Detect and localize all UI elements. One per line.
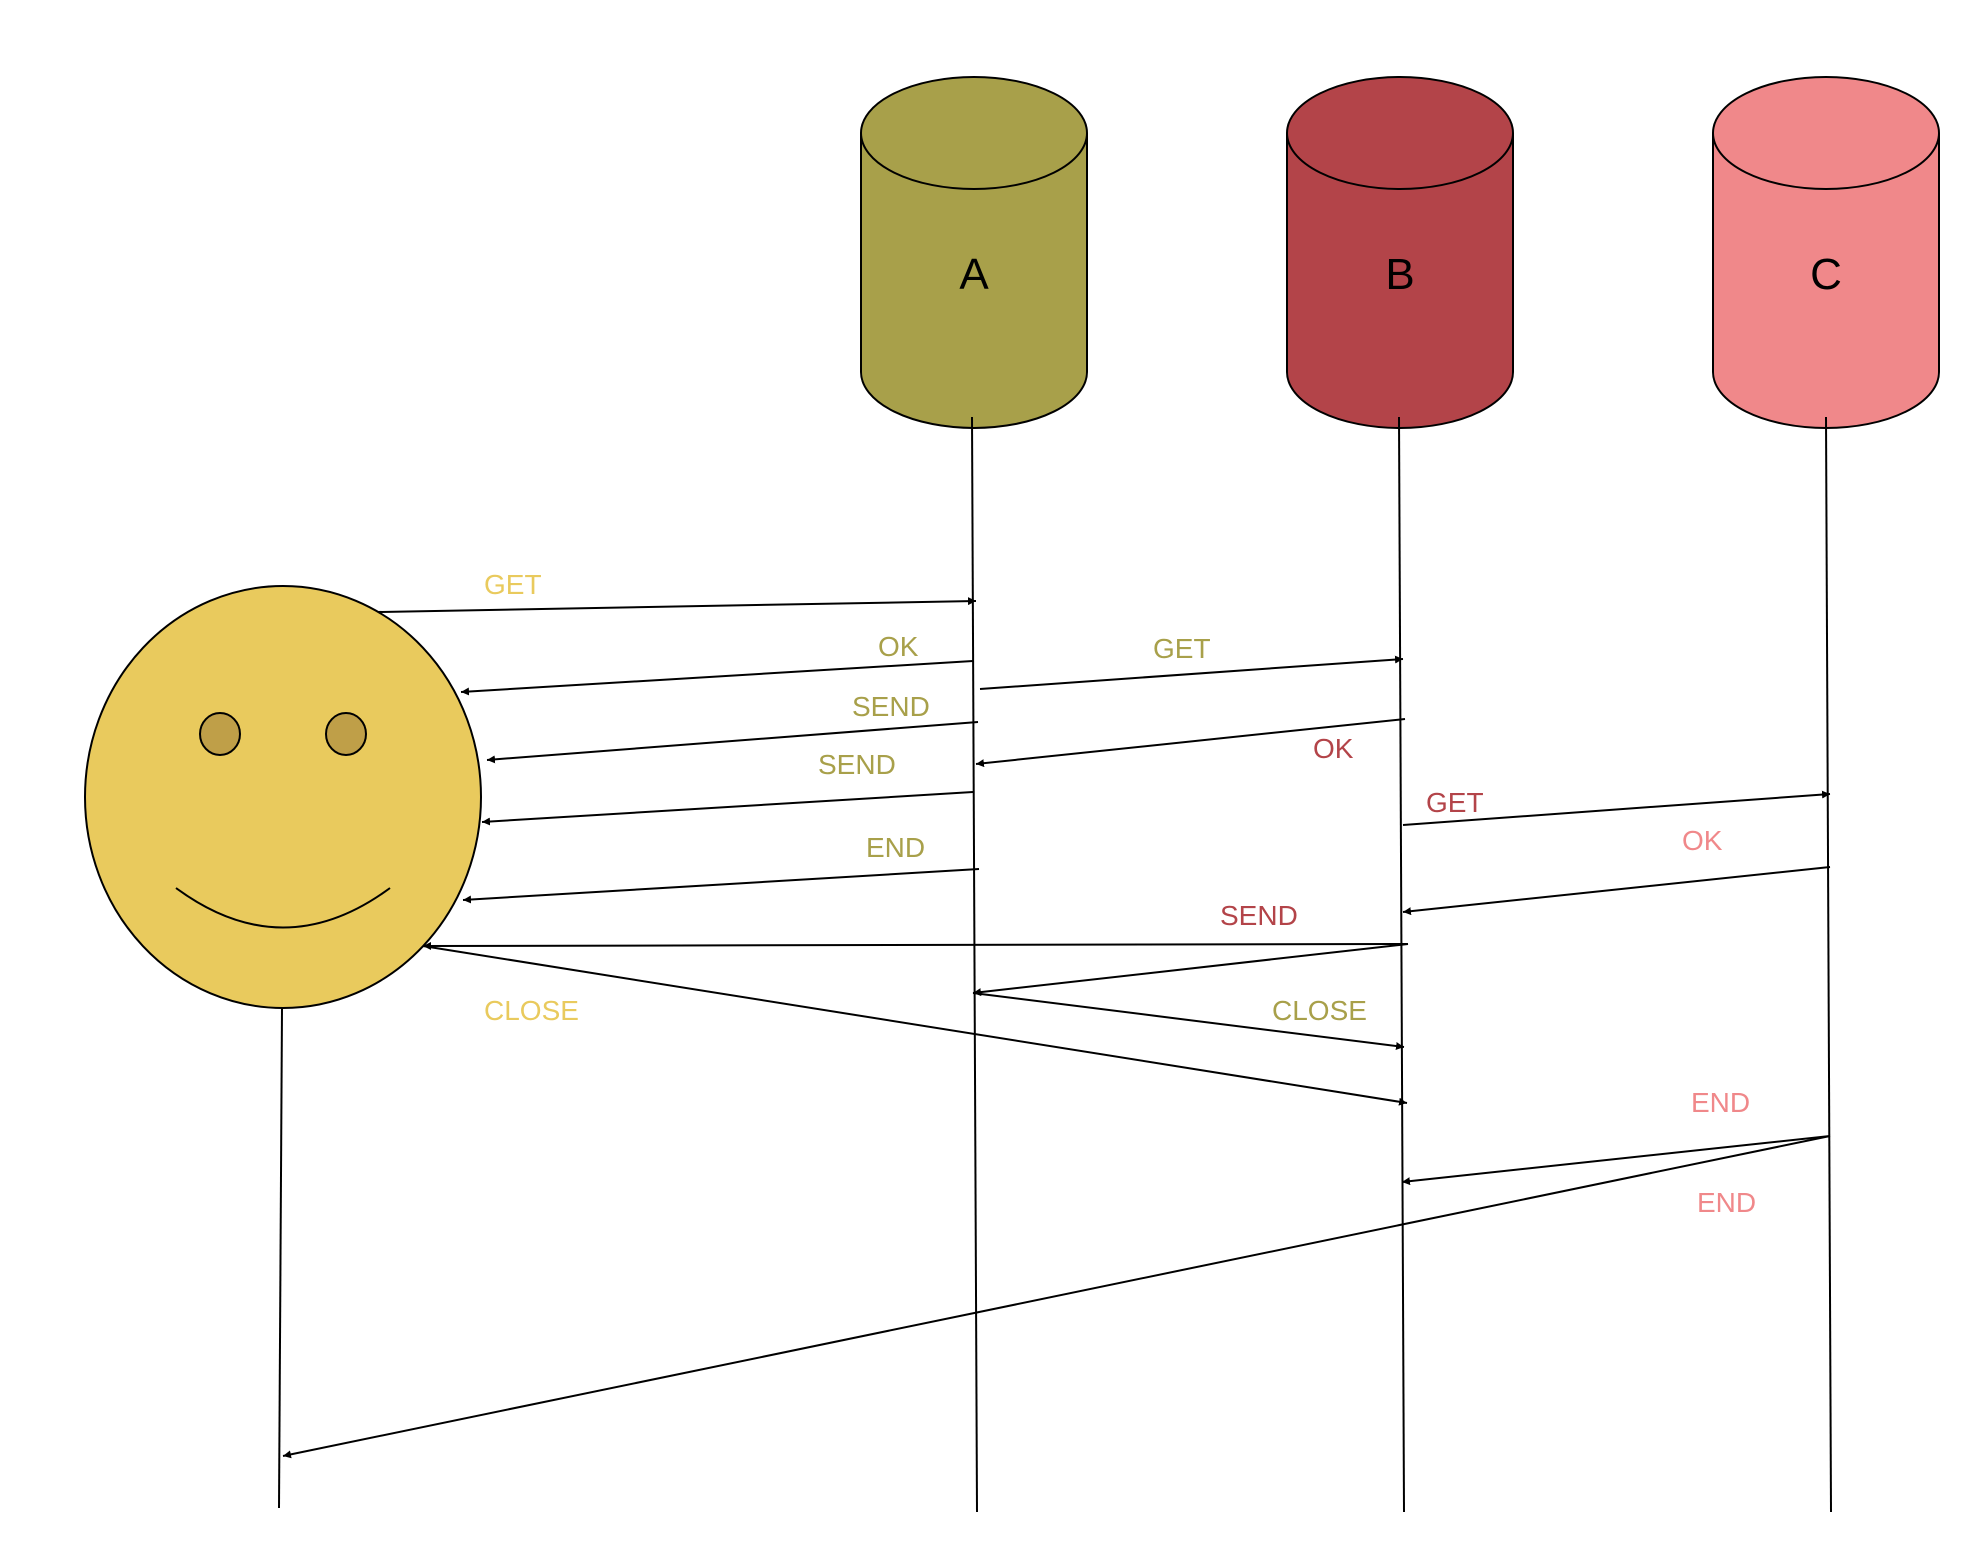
message-label-send-1: SEND <box>852 691 930 722</box>
message-label-send-2: SEND <box>818 749 896 780</box>
actor-right-eye <box>325 712 367 756</box>
lifeline-a <box>971 416 978 1513</box>
arrow-send-b-to-a <box>972 943 1409 997</box>
message-label-end-3: END <box>1697 1187 1756 1218</box>
actor-left-eye <box>199 712 241 756</box>
arrow-ok-c-to-b <box>1402 866 1831 916</box>
lifeline-c <box>1825 416 1832 1513</box>
actor-smile <box>175 887 391 929</box>
arrow-ok-b-to-a <box>975 718 1406 768</box>
message-label-ok-3: OK <box>1682 825 1723 856</box>
message-label-ok-1: OK <box>878 631 919 662</box>
actor-face <box>84 585 482 1009</box>
arrow-end-c-to-actor <box>282 1135 1831 1459</box>
message-label-close-2: CLOSE <box>1272 995 1367 1026</box>
cylinder-a-body <box>860 133 1088 429</box>
lifeline-b <box>1398 416 1405 1513</box>
message-label-end-2: END <box>1691 1087 1750 1118</box>
arrow-send-b-to-actor <box>422 941 1409 950</box>
arrow-end-c-to-b <box>1401 1135 1831 1186</box>
participant-c-label: C <box>1810 250 1842 299</box>
message-label-send-3: SEND <box>1220 900 1298 931</box>
message-label-get-2: GET <box>1153 633 1211 664</box>
message-label-close-1: CLOSE <box>484 995 579 1026</box>
cylinder-c-top <box>1712 76 1940 190</box>
participant-a-cylinder[interactable]: A <box>860 76 1088 429</box>
arrow-send-a-to-actor-2 <box>481 791 974 826</box>
arrow-close-actor-to-b <box>422 945 1408 1106</box>
arrow-get-actor-to-a <box>377 597 977 613</box>
cylinder-a-top <box>860 76 1088 190</box>
message-label-ok-2: OK <box>1313 733 1354 764</box>
actor-smiley[interactable] <box>84 585 482 1009</box>
message-label-get-3: GET <box>1426 787 1484 818</box>
message-label-get-1: GET <box>484 569 542 600</box>
arrow-get-b-to-c <box>1402 790 1831 826</box>
arrow-end-a-to-actor <box>462 868 980 904</box>
participant-a-label: A <box>959 250 989 299</box>
message-label-end-1: END <box>866 832 925 863</box>
participant-b-label: B <box>1385 250 1414 299</box>
arrow-send-a-to-actor <box>486 721 979 764</box>
arrow-close-a-to-b <box>972 992 1405 1050</box>
arrow-get-a-to-b <box>979 655 1404 690</box>
participant-c-cylinder[interactable]: C <box>1712 76 1940 429</box>
cylinder-b-top <box>1286 76 1514 190</box>
participant-b-cylinder[interactable]: B <box>1286 76 1514 429</box>
arrow-ok-a-to-actor <box>460 660 974 696</box>
lifeline-actor <box>278 1007 283 1509</box>
